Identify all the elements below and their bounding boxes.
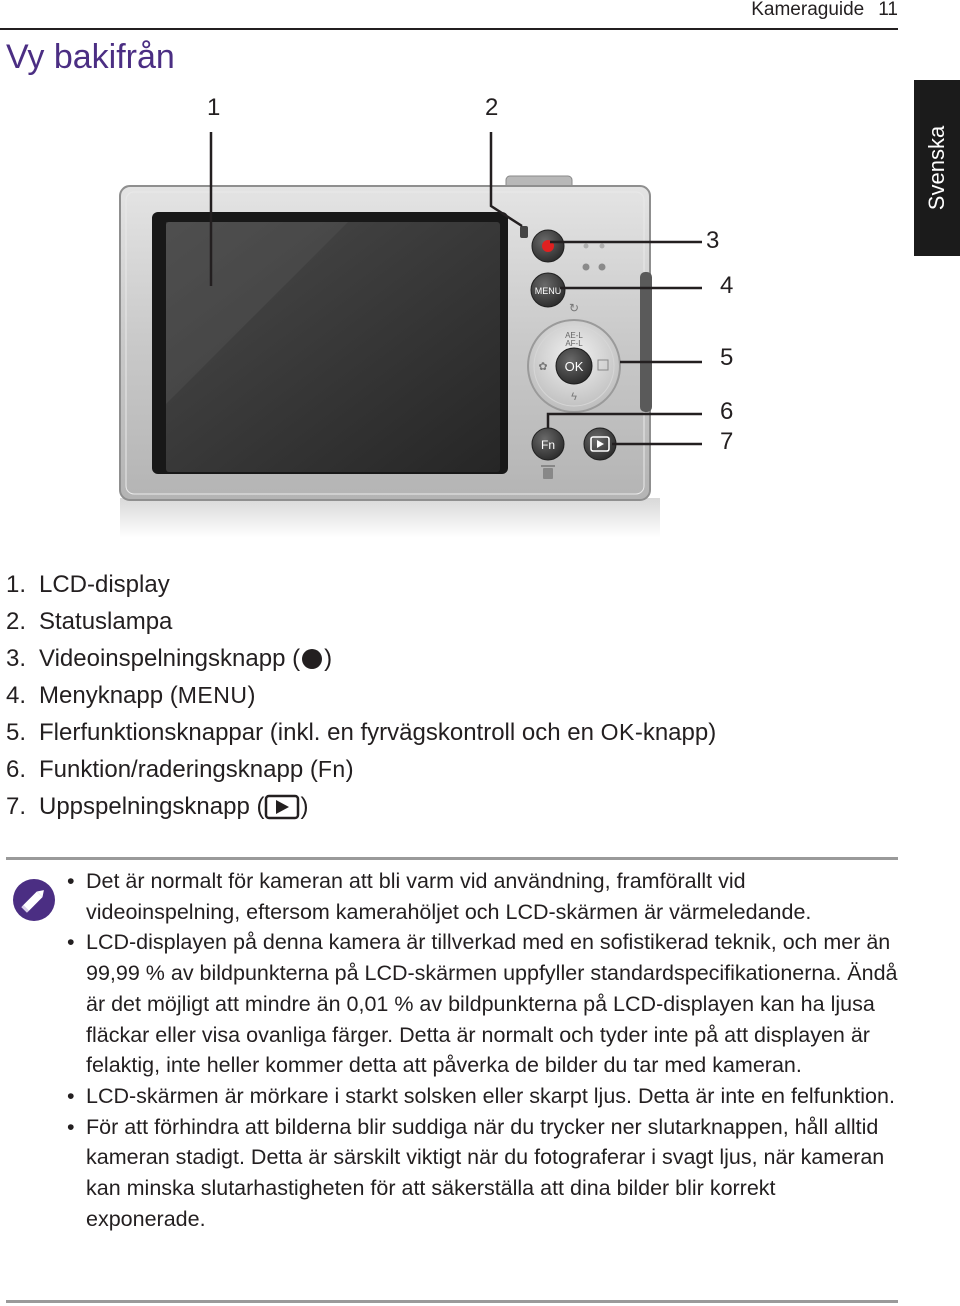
record-dot-icon bbox=[300, 647, 324, 671]
legend-item: 6. Funktion/raderingsknapp ( Fn ) bbox=[6, 751, 716, 788]
running-head: Kameraguide 11 bbox=[751, 0, 898, 21]
svg-text:↻: ↻ bbox=[569, 301, 579, 315]
svg-text:OK: OK bbox=[565, 359, 584, 374]
pencil-note-icon bbox=[13, 879, 55, 921]
legend-item: 4. Menyknapp ( MENU ) bbox=[6, 677, 716, 714]
camera-reflection bbox=[120, 498, 660, 538]
legend-text: Videoinspelningsknapp ( bbox=[39, 645, 301, 672]
side-strap bbox=[640, 272, 652, 412]
legend-number: 2. bbox=[6, 608, 27, 635]
legend-suffix: -knapp) bbox=[634, 719, 717, 746]
status-lamp bbox=[520, 226, 528, 238]
svg-text:MENU: MENU bbox=[535, 286, 562, 296]
note-item: Det är normalt för kameran att bli varm … bbox=[64, 866, 898, 927]
legend-item: 7. Uppspelningsknapp ( ) bbox=[6, 788, 716, 825]
callout-6: 6 bbox=[720, 398, 734, 425]
note-item: För att förhindra att bilderna blir sudd… bbox=[64, 1112, 898, 1235]
legend-suffix: ) bbox=[345, 756, 354, 783]
legend-item: 1. LCD-display bbox=[6, 566, 716, 603]
leader-lines bbox=[209, 132, 702, 446]
page-number: 11 bbox=[878, 0, 898, 20]
svg-text:✿: ✿ bbox=[538, 361, 547, 373]
trash-icon bbox=[541, 465, 555, 479]
legend-suffix: ) bbox=[300, 793, 309, 820]
callout-5: 5 bbox=[720, 344, 734, 371]
playback-icon bbox=[264, 794, 300, 820]
legend-item: 2. Statuslampa bbox=[6, 603, 716, 640]
header-rule bbox=[0, 28, 898, 30]
note-item: LCD-displayen på denna kamera är tillver… bbox=[64, 927, 898, 1081]
note-item: LCD-skärmen är mörkare i starkt solsken … bbox=[64, 1081, 898, 1112]
callout-1: 1 bbox=[207, 94, 221, 121]
language-tab: Svenska bbox=[914, 80, 960, 256]
page-title: Vy bakifrån bbox=[6, 38, 175, 76]
legend-item: 3. Videoinspelningsknapp ( ) bbox=[6, 640, 716, 677]
callout-3: 3 bbox=[706, 227, 720, 254]
legend-text: Statuslampa bbox=[39, 608, 173, 635]
legend-text: LCD-display bbox=[39, 571, 170, 598]
legend-number: 4. bbox=[6, 682, 27, 709]
legend-number: 7. bbox=[6, 793, 27, 820]
running-head-section: Kameraguide bbox=[751, 0, 865, 20]
notes-bottom-rule bbox=[6, 1300, 898, 1303]
callout-2: 2 bbox=[485, 94, 499, 121]
menu-symbol: MENU bbox=[177, 682, 248, 708]
menu-button bbox=[530, 272, 566, 308]
notes-top-rule bbox=[6, 857, 898, 860]
legend-number: 6. bbox=[6, 756, 27, 783]
legend-text: Funktion/raderingsknapp ( bbox=[39, 756, 318, 783]
camera-back-figure: MENU ↻ AE-L AF-L ✿ ϟ OK Fn bbox=[119, 132, 702, 538]
legend-number: 5. bbox=[6, 719, 27, 746]
legend-number: 1. bbox=[6, 571, 27, 598]
legend-number: 3. bbox=[6, 645, 27, 672]
svg-text:ϟ: ϟ bbox=[571, 391, 577, 403]
legend-item: 5. Flerfunktionsknappar (inkl. en fyrväg… bbox=[6, 714, 716, 751]
lcd-display bbox=[166, 222, 500, 472]
callout-7: 7 bbox=[720, 428, 734, 455]
svg-text:Fn: Fn bbox=[541, 438, 555, 452]
component-legend: 1. LCD-display 2. Statuslampa 3. Videoin… bbox=[6, 566, 716, 825]
ok-button bbox=[555, 347, 593, 385]
ok-symbol: OK bbox=[600, 719, 635, 745]
legend-text: Menyknapp ( bbox=[39, 682, 178, 709]
fn-symbol: Fn bbox=[317, 756, 346, 782]
svg-text:AE-L: AE-L bbox=[565, 331, 583, 340]
notes-list: Det är normalt för kameran att bli varm … bbox=[64, 866, 898, 1234]
legend-suffix: ) bbox=[324, 645, 333, 672]
legend-text: Flerfunktionsknappar (inkl. en fyrvägsko… bbox=[39, 719, 601, 746]
svg-text:AF-L: AF-L bbox=[565, 339, 583, 348]
legend-suffix: ) bbox=[247, 682, 256, 709]
callout-4: 4 bbox=[720, 272, 734, 299]
legend-text: Uppspelningsknapp ( bbox=[39, 793, 265, 820]
